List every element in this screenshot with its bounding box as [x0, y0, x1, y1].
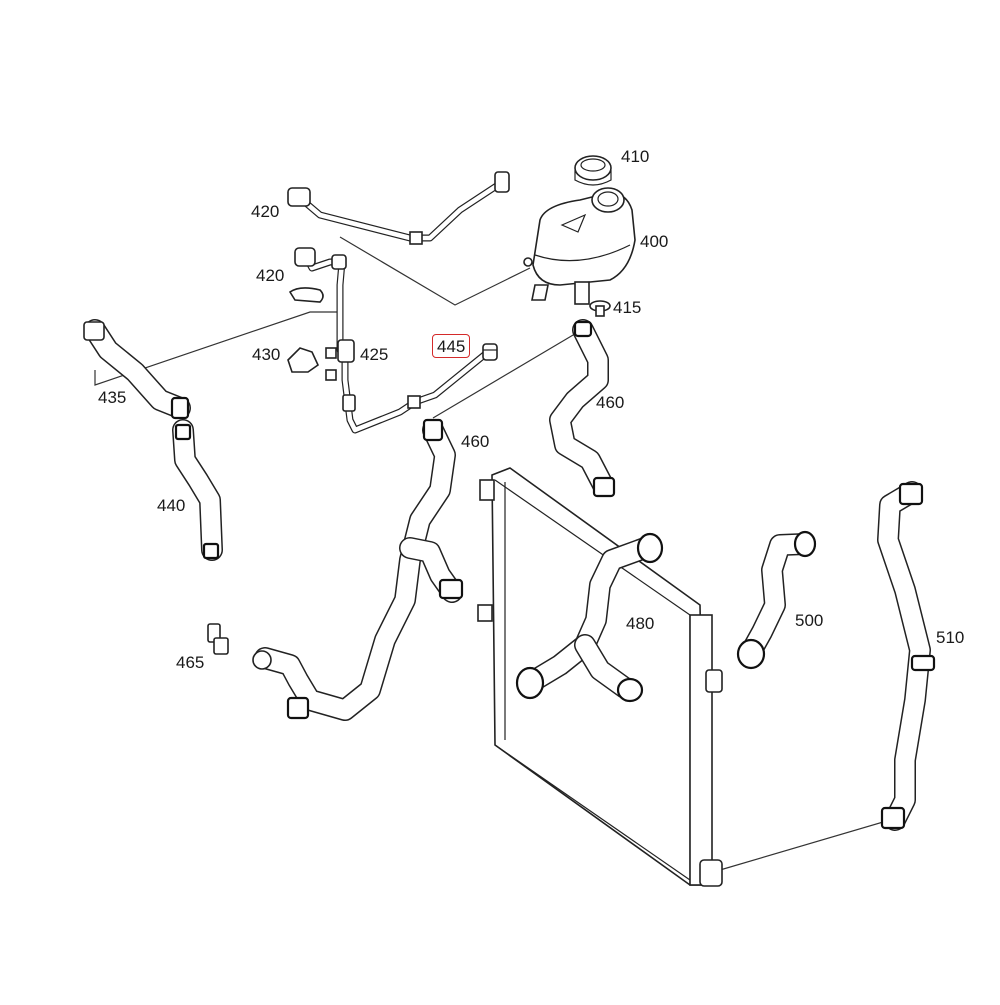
leader-lines — [94, 236, 891, 871]
part-435-hose — [83, 319, 191, 420]
part-480-hose — [515, 532, 664, 703]
part-420-lower-line — [288, 247, 347, 354]
callout-480: 480 — [626, 614, 655, 633]
callout-415: 415 — [613, 298, 642, 317]
callout-460-upper: 460 — [596, 393, 625, 412]
part-445-cap — [482, 343, 498, 361]
part-510-hose — [877, 481, 936, 831]
part-410-reservoir-cap — [574, 155, 612, 186]
part-415-plug — [589, 300, 611, 317]
callout-500: 500 — [795, 611, 824, 630]
callout-445-highlighted: 445 — [432, 334, 471, 358]
part-430-sensor — [287, 347, 337, 381]
callout-435: 435 — [98, 388, 127, 407]
part-400-expansion-tank — [523, 187, 636, 305]
part-460-lower-hose — [252, 418, 464, 721]
part-440-hose — [172, 419, 223, 561]
callout-400: 400 — [640, 232, 669, 251]
part-460-upper-hose — [549, 319, 616, 498]
callout-430: 430 — [252, 345, 281, 364]
part-465-fitting — [207, 623, 229, 655]
callout-420-lower: 420 — [256, 266, 285, 285]
callout-460-lower: 460 — [461, 432, 490, 451]
callout-510: 510 — [936, 628, 965, 647]
callout-425: 425 — [360, 345, 389, 364]
callout-420-upper: 420 — [251, 202, 280, 221]
callout-465: 465 — [176, 653, 205, 672]
part-425-connector — [337, 339, 492, 434]
part-420-upper-vent-line — [287, 171, 510, 245]
callout-410: 410 — [621, 147, 650, 166]
callout-440: 440 — [157, 496, 186, 515]
part-500-hose — [736, 530, 817, 670]
